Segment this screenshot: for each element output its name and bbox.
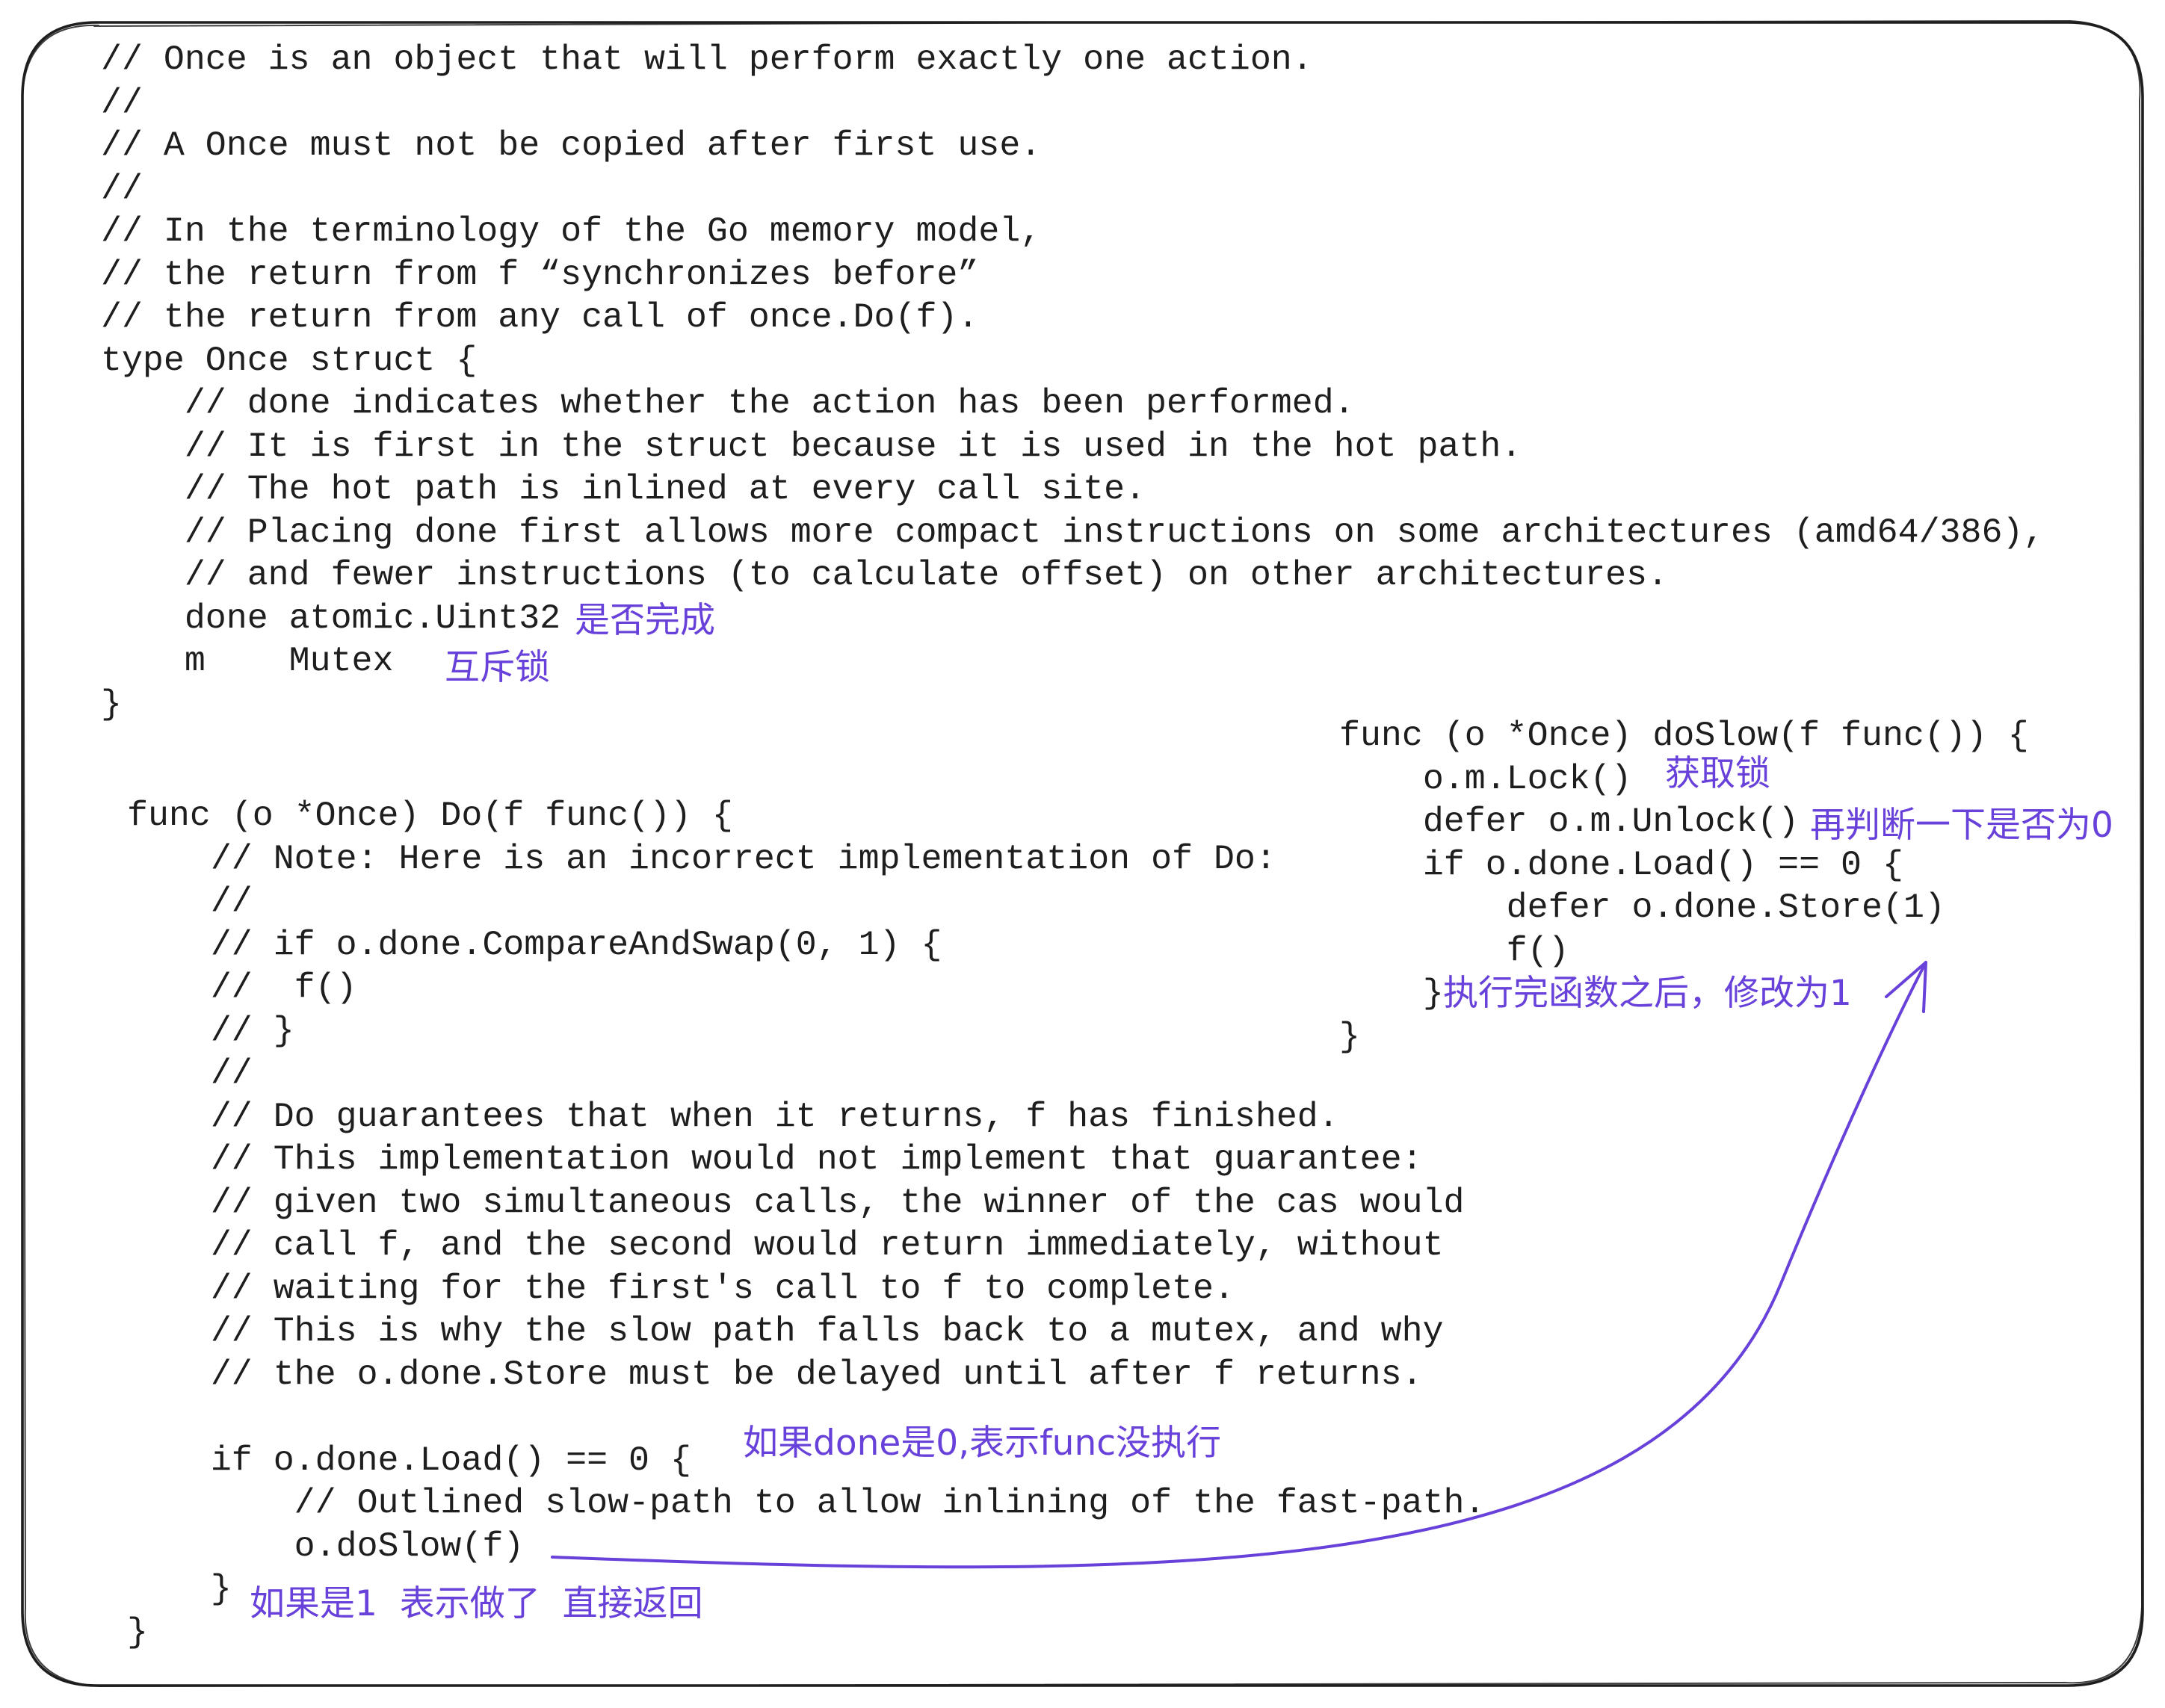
- do-func-code: func (o *Once) Do(f func()) { // Note: H…: [127, 794, 1485, 1653]
- field-done-line: done atomic.Uint32: [101, 598, 561, 638]
- code-comment-line: // the return from f “synchronizes befor…: [101, 254, 979, 294]
- doslow-func-code: func (o *Once) doSlow(f func()) { o.m.Lo…: [1339, 714, 2029, 1058]
- func-do-signature-line: func (o *Once) Do(f func()) {: [127, 796, 733, 835]
- code-comment-line: //: [101, 168, 143, 208]
- closing-brace-line: }: [127, 1569, 232, 1609]
- code-comment-line: // }: [127, 1010, 294, 1051]
- code-comment-line: // The hot path is inlined at every call…: [101, 469, 1146, 509]
- code-comment-line: //: [127, 1053, 253, 1093]
- code-comment-line: //: [101, 82, 143, 123]
- code-comment-line: // the o.done.Store must be delayed unti…: [127, 1354, 1423, 1394]
- code-comment-line: // Do guarantees that when it returns, f…: [127, 1096, 1339, 1136]
- if-done-load-line: if o.done.Load() == 0 {: [1339, 844, 1903, 885]
- annotation-recheck: 再判断一下是否为0: [1810, 805, 2113, 846]
- code-comment-line: // call f, and the second would return i…: [127, 1225, 1444, 1265]
- code-comment-line: // Outlined slow-path to allow inlining …: [127, 1483, 1486, 1523]
- defer-store-line: defer o.done.Store(1): [1339, 888, 1945, 927]
- code-comment-line: // waiting for the first's call to f to …: [127, 1268, 1235, 1308]
- closing-brace-line: }: [127, 1612, 148, 1652]
- code-comment-line: // done indicates whether the action has…: [101, 383, 1355, 423]
- code-comment-line: //: [127, 882, 253, 921]
- code-comment-line: // A Once must not be copied after first…: [101, 126, 1042, 165]
- code-comment-line: // This is why the slow path falls back …: [127, 1311, 1444, 1351]
- code-comment-line: // Placing done first allows more compac…: [101, 512, 2045, 552]
- defer-unlock-line: defer o.m.Unlock(): [1339, 802, 1800, 841]
- code-comment-line: // Once is an object that will perform e…: [101, 40, 1313, 79]
- code-comment-line: // Note: Here is an incorrect implementa…: [127, 838, 1276, 879]
- closing-brace-line: }: [101, 684, 122, 724]
- annotation-done-field: 是否完成: [575, 600, 715, 641]
- code-comment-line: // given two simultaneous calls, the win…: [127, 1182, 1465, 1222]
- closing-brace-line: }: [1339, 1016, 1360, 1056]
- code-comment-line: // It is first in the struct because it …: [101, 426, 1522, 466]
- do-slow-call-line: o.doSlow(f): [127, 1526, 525, 1566]
- code-comment-line: // f(): [127, 968, 357, 1007]
- if-done-load-line: if o.done.Load() == 0 {: [127, 1440, 691, 1480]
- code-comment-line: // In the terminology of the Go memory m…: [101, 211, 1042, 251]
- code-comment-line: // This implementation would not impleme…: [127, 1139, 1423, 1179]
- lock-call-line: o.m.Lock(): [1339, 758, 1632, 799]
- type-declaration-line: type Once struct {: [101, 340, 478, 380]
- once-struct-code: // Once is an object that will perform e…: [101, 38, 2044, 725]
- func-doslow-signature-line: func (o *Once) doSlow(f func()) {: [1339, 716, 2029, 755]
- code-comment-line: // the return from any call of once.Do(f…: [101, 297, 979, 337]
- field-mutex-line: m Mutex: [101, 641, 394, 681]
- annotation-done-one: 如果是1 表示做了 直接返回: [250, 1583, 703, 1624]
- f-call-line: f(): [1339, 930, 1569, 971]
- code-comment-line: // if o.done.CompareAndSwap(0, 1) {: [127, 924, 942, 965]
- closing-brace-line: }: [1339, 974, 1444, 1013]
- annotation-mutex-field: 互斥锁: [445, 647, 550, 688]
- annotation-lock: 获取锁: [1665, 753, 1770, 794]
- code-comment-line: // and fewer instructions (to calculate …: [101, 555, 1669, 595]
- annotation-store-after: 执行完函数之后，修改为1: [1443, 973, 1852, 1014]
- annotation-done-zero: 如果done是0,表示func没执行: [743, 1423, 1222, 1464]
